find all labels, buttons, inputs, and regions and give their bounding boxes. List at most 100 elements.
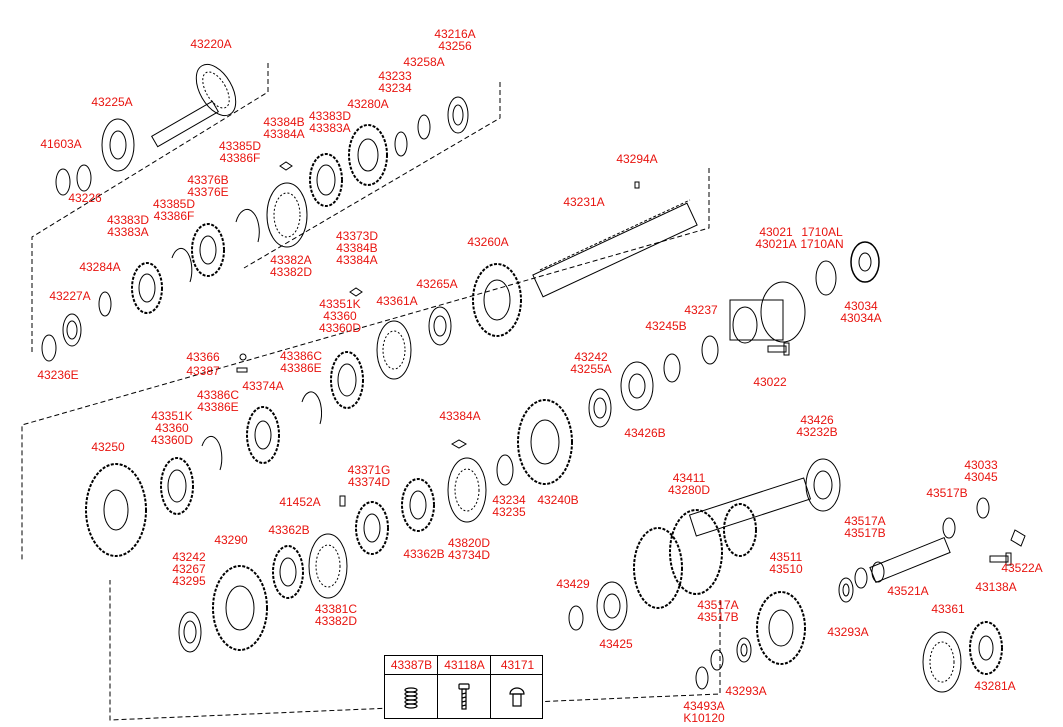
callout-43425: 43425 [599, 637, 633, 651]
part-43294A-pin [634, 181, 640, 189]
part-43231A-main-shaft [532, 199, 698, 298]
callout-43361: 43361 [931, 602, 965, 616]
callout-43373D: 43373D 43384B 43384A [335, 229, 379, 267]
callout-43240B: 43240B [537, 493, 579, 507]
part-43237-ring [701, 335, 719, 365]
callout-43033: 43033 43045 [964, 458, 998, 484]
callout-43383D-2: 43383D 43383A [106, 213, 150, 239]
legend-header-43118A: 43118A [444, 658, 485, 672]
part-43522A-plate [1010, 529, 1026, 547]
callout-43362B-2: 43362B [403, 547, 445, 561]
callout-43293A: 43293A [827, 625, 869, 639]
part-43517B-washer [942, 517, 956, 539]
legend-header-row: 43387B 43118A 43171 [385, 656, 542, 675]
callout-43381C: 43381C 43382D [314, 602, 358, 628]
part-43373D-key [349, 287, 363, 297]
callout-43284A: 43284A [79, 260, 121, 274]
assembly-panel-outlines [21, 63, 721, 721]
callout-43521A: 43521A [887, 584, 929, 598]
callout-43511: 43511 43510 [769, 550, 803, 576]
callout-43293A-2: 43293A [725, 684, 767, 698]
callout-43220A: 43220A [190, 37, 232, 51]
callout-43382A: 43382A 43382D [269, 253, 313, 279]
callout-43021: 43021 43021A [755, 225, 797, 251]
part-43265A-bearing [428, 306, 452, 346]
part-43260A-gear [472, 263, 522, 337]
callout-43233: 43233 43234 [378, 69, 412, 95]
callout-43258A: 43258A [403, 55, 445, 69]
legend-divider [437, 656, 438, 718]
part-43517A-washer [854, 567, 868, 589]
callout-43385D-2: 43385D 43386F [152, 197, 196, 223]
callout-43138A: 43138A [975, 580, 1017, 594]
part-43242-bearing-2 [178, 611, 202, 653]
callout-43385D: 43385D 43386F [218, 139, 262, 165]
legend-header-43171: 43171 [500, 658, 535, 672]
callout-43384A: 43384A [439, 409, 481, 423]
callout-43351K: 43351K 43360 43360D [318, 297, 362, 335]
part-43351K-synchro [330, 351, 364, 409]
callout-43242-2: 43242 43267 43295 [172, 550, 206, 588]
part-43385D-spring [235, 209, 260, 243]
part-43362B-synchro [401, 478, 435, 532]
callout-43231A: 43231A [563, 195, 605, 209]
part-43426-bearing [805, 458, 841, 512]
callout-43234: 43234 43235 [492, 493, 526, 519]
part-43284A-ring [98, 291, 112, 317]
callout-43383D: 43383D 43383A [308, 109, 352, 135]
part-43371G-hub [355, 501, 389, 555]
callout-43245B: 43245B [645, 319, 687, 333]
legend-table: 43387B 43118A 43171 [384, 655, 543, 719]
callout-43250: 43250 [91, 440, 125, 454]
part-43361A-sleeve [376, 320, 412, 380]
callout-43281A: 43281A [974, 679, 1016, 693]
panel-main-shaft [21, 168, 710, 560]
part-43293A-bearing-2 [736, 637, 752, 663]
part-43521A-shaft [869, 536, 951, 584]
callout-43290: 43290 [214, 533, 248, 547]
callout-43411: 43411 43280D [667, 471, 711, 497]
callout-43237: 43237 [684, 303, 718, 317]
callout-43260A: 43260A [467, 235, 509, 249]
part-43411-countershaft [633, 477, 812, 609]
part-43293A-bearing [838, 577, 854, 603]
part-43387-spring [236, 367, 248, 373]
callout-43226: 43226 [68, 191, 102, 205]
part-43227A-bearing [62, 313, 82, 347]
legend-divider [490, 656, 491, 718]
part-43234-ring [496, 454, 514, 486]
callout-43384B: 43384B 43384A [263, 115, 305, 141]
callout-43371G: 43371G 43374D [347, 463, 391, 489]
spring-icon [385, 678, 438, 716]
callout-43280A: 43280A [347, 97, 389, 111]
part-43384B-key [279, 161, 293, 171]
callout-43034: 43034 43034A [840, 299, 882, 325]
callout-43517A: 43517A 43517B [844, 514, 886, 540]
callout-43522A: 43522A [1001, 561, 1043, 575]
callout-43227A: 43227A [49, 289, 91, 303]
part-43245B-ring [663, 353, 681, 383]
part-43281A-hub [969, 621, 1003, 675]
part-43034-nut [850, 241, 880, 283]
part-43820D-sleeve [447, 457, 487, 523]
callout-43374A: 43374A [242, 379, 284, 393]
part-43022-bolt [767, 342, 790, 356]
part-43382A-sleeve [266, 182, 308, 248]
part-43258A-ring [417, 114, 431, 140]
callout-43386C-2: 43386C 43386E [196, 388, 240, 414]
part-43021-housing [729, 281, 806, 344]
part-43386C-spring-2 [201, 435, 223, 471]
callout-43820D: 43820D 43734D [447, 536, 491, 562]
panel-countershaft [243, 82, 501, 269]
callout-41603A: 41603A [40, 137, 82, 151]
callout-43361A: 43361A [376, 294, 418, 308]
callout-43236E: 43236E [37, 368, 79, 382]
part-43242-bearing [588, 388, 612, 428]
callout-43386C: 43386C 43386E [279, 349, 323, 375]
part-43384A-key [450, 439, 468, 449]
callout-43517B: 43517B [926, 486, 968, 500]
part-43233-ring [394, 131, 408, 157]
callout-43366: 43366 [186, 350, 220, 364]
part-41452A-key [339, 495, 346, 507]
